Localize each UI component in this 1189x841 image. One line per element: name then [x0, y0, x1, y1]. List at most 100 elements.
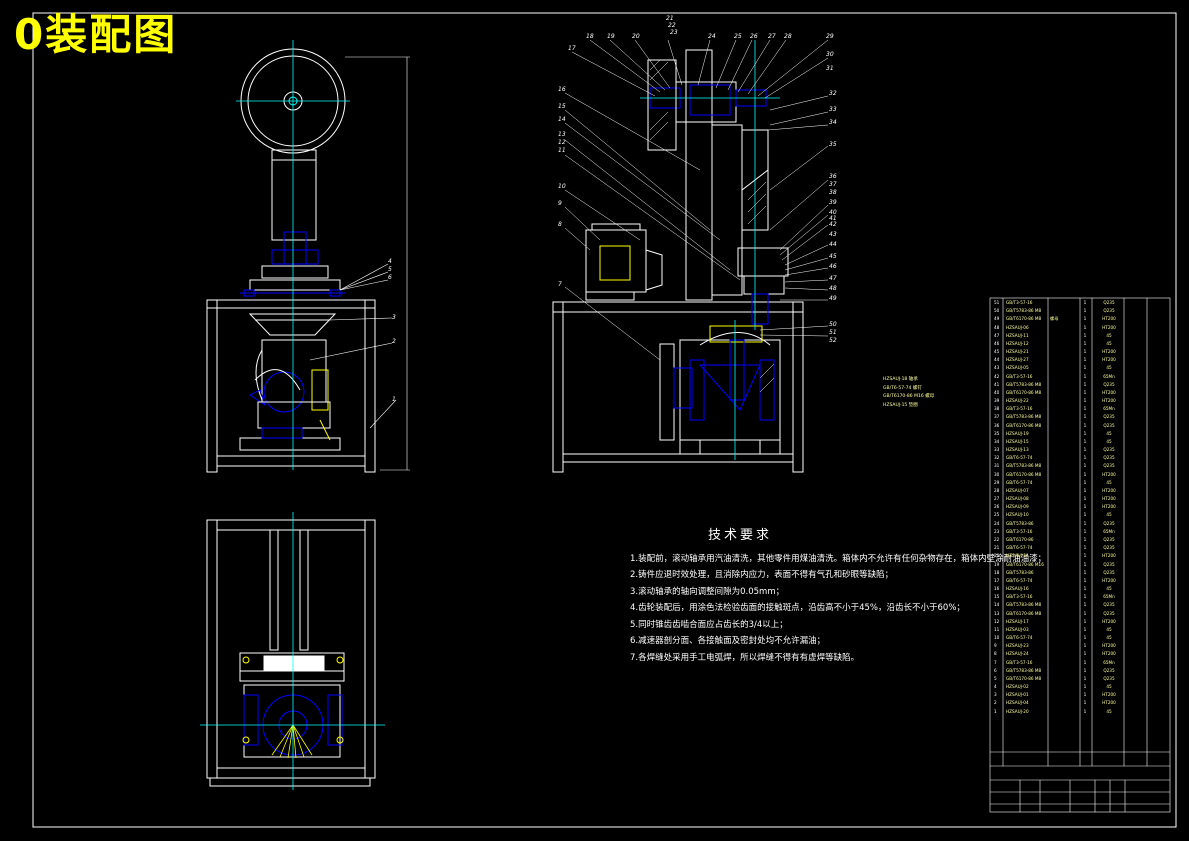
- bom-cell-code: GB/T6170-86 M8: [1006, 316, 1042, 322]
- bom-cell-q: 1: [1083, 659, 1087, 665]
- section-leaders: [564, 39, 829, 361]
- bom-cell-n: 39: [994, 398, 1000, 404]
- part-balloon: 6: [388, 274, 392, 281]
- part-balloon: 29: [826, 33, 834, 40]
- bom-cell-q: 1: [1083, 316, 1087, 322]
- part-balloon: 7: [558, 281, 562, 288]
- part-balloon: 23: [670, 29, 678, 36]
- part-balloon: 8: [558, 221, 562, 228]
- bom-cell-code: HZSAUJ-16: [1006, 586, 1029, 592]
- bom-cell-m: HT200: [1102, 357, 1116, 363]
- hatching: [649, 59, 775, 393]
- bom-cell-m: HT200: [1102, 471, 1116, 477]
- part-balloon: 34: [829, 119, 837, 126]
- side-note: GB/T6170-86 M16 螺母: [883, 394, 935, 399]
- bom-cell-n: 43: [994, 365, 1000, 371]
- bom-cell-code: HZSAUJ-01: [1006, 692, 1029, 698]
- bom-cell-code: HZSAUJ-13: [1006, 447, 1029, 453]
- bom-cell-code: HZSAUJ-12: [1006, 340, 1029, 346]
- bom-cell-n: 33: [994, 447, 1000, 453]
- bom-cell-code: GB/T5783-86: [1006, 520, 1034, 526]
- bom-cell-m: Q235: [1103, 545, 1115, 551]
- bom-cell-m: Q235: [1103, 602, 1115, 608]
- bom-cell-code: HZSAUJ-21: [1006, 349, 1029, 355]
- bom-cell-q: 1: [1083, 300, 1087, 305]
- part-balloon: 27: [768, 33, 776, 40]
- part-balloon: 18: [586, 33, 594, 40]
- bom-cell-code: GB/T3-57-16: [1006, 300, 1033, 305]
- bom-cell-code: GB/T6170-86 M8: [1006, 675, 1042, 681]
- bom-cell-m: HT200: [1102, 324, 1116, 330]
- bom-cell-code: HZSAUJ-10: [1006, 512, 1029, 518]
- part-balloon: 17: [568, 45, 576, 52]
- bom-cell-n: 27: [994, 496, 1000, 502]
- bom-cell-code: GB/T6170-86 M8: [1006, 422, 1042, 428]
- bom-cell-q: 1: [1083, 618, 1087, 624]
- part-balloon: 38: [829, 189, 837, 196]
- bom-cell-m: HT200: [1102, 389, 1116, 395]
- bom-cell-code: GB/T6-57-74: [1006, 635, 1033, 641]
- tech-heading: 技术要求: [707, 528, 772, 543]
- bom-cell-code: GB/T6-57-74: [1006, 545, 1033, 551]
- part-balloon: 40: [829, 209, 837, 216]
- part-balloon: 41: [829, 215, 837, 222]
- bom-cell-n: 44: [994, 357, 1000, 363]
- bom-cell-code: HZSAUJ-03: [1006, 626, 1029, 632]
- bom-cell-n: 16: [994, 586, 1000, 592]
- part-balloon: 19: [607, 33, 615, 40]
- bom-cell-n: 37: [994, 414, 1000, 420]
- bom-cell-n: 50: [994, 308, 1000, 314]
- part-balloon: 15: [558, 103, 566, 110]
- bom-cell-m: Q235: [1103, 463, 1115, 469]
- bom-cell-q: 1: [1083, 528, 1087, 534]
- bom-cell-n: 34: [994, 438, 1000, 444]
- bom-cell-m: Q235: [1103, 381, 1115, 387]
- part-balloon: 49: [829, 295, 837, 302]
- bom-cell-n: 29: [994, 479, 1000, 485]
- bom-cell-n: 35: [994, 430, 1000, 436]
- bom-table-grid: [989, 297, 1171, 813]
- bom-cell-n: 48: [994, 324, 1000, 330]
- drawing-title: 0装配图: [14, 10, 178, 59]
- part-balloon: 10: [558, 183, 566, 190]
- bom-cell-q: 1: [1083, 332, 1087, 338]
- bom-cell-code: HZSAUJ-22: [1006, 398, 1029, 404]
- bom-cell-code: HZSAUJ-04: [1006, 700, 1029, 706]
- bom-cell-n: 36: [994, 422, 1000, 428]
- bom-cell-code: HZSAUJ-14: [1006, 553, 1029, 559]
- bom-cell-q: 1: [1083, 667, 1087, 673]
- bom-cell-q: 1: [1083, 626, 1087, 632]
- part-balloon: 2: [392, 338, 396, 345]
- bom-cell-code: GB/T5783-86 M8: [1006, 667, 1042, 673]
- part-balloon: 42: [829, 221, 837, 228]
- bom-cell-m: Q235: [1103, 667, 1115, 673]
- bom-cell-code: GB/T3-57-16: [1006, 659, 1033, 665]
- bom-cell-n: 40: [994, 389, 1000, 395]
- bom-cell-m: HT200: [1102, 692, 1116, 698]
- bom-cell-n: 14: [994, 602, 1000, 608]
- part-balloon: 32: [829, 90, 837, 97]
- part-balloon: 26: [750, 33, 758, 40]
- tech-item: 4.齿轮装配后，用涂色法检验齿面的接触斑点，沿齿高不小于45%，沿齿长不小于60…: [630, 603, 965, 613]
- side-note: HZSAUJ-18 轴承: [883, 377, 918, 382]
- bom-cell-q: 1: [1083, 308, 1087, 314]
- bom-cell-q: 1: [1083, 487, 1087, 493]
- bom-cell-q: 1: [1083, 365, 1087, 371]
- bom-cell-q: 1: [1083, 479, 1087, 485]
- bom-cell-name: 螺母: [1050, 316, 1059, 322]
- bom-cell-code: GB/T6-57-74: [1006, 455, 1033, 461]
